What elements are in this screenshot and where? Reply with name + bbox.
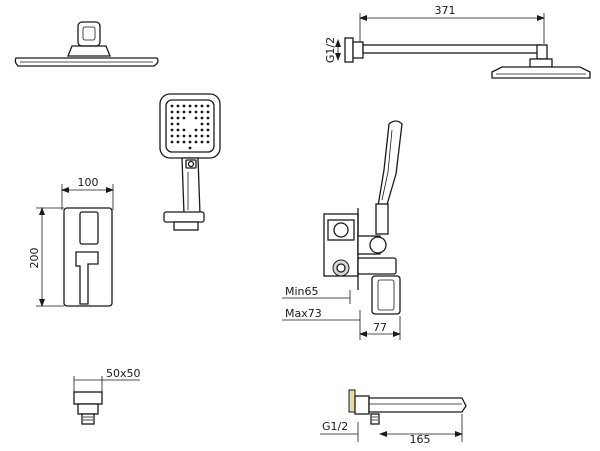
mixer-body-side-view (282, 120, 403, 340)
hand-shower (159, 93, 221, 231)
spray-face-nozzles (170, 104, 210, 150)
arm-length-label: 371 (435, 4, 456, 17)
body-min-label: Min65 (285, 285, 319, 298)
plate-height-label: 200 (28, 248, 41, 269)
outlet-size-label: 50x50 (106, 367, 141, 380)
body-projection-label: 77 (373, 321, 387, 334)
arm-thread-label: G1/2 (324, 37, 337, 63)
shower-arm-side-view (335, 13, 591, 79)
outlet-elbow (73, 376, 140, 425)
bath-spout (320, 389, 467, 442)
body-max-label: Max73 (285, 307, 322, 320)
spout-thread-label: G1/2 (322, 420, 348, 433)
wall-plate-front-view (36, 184, 114, 307)
spout-length-label: 165 (410, 433, 431, 446)
plate-width-label: 100 (78, 176, 99, 189)
rain-shower-head-front-view (14, 21, 159, 67)
